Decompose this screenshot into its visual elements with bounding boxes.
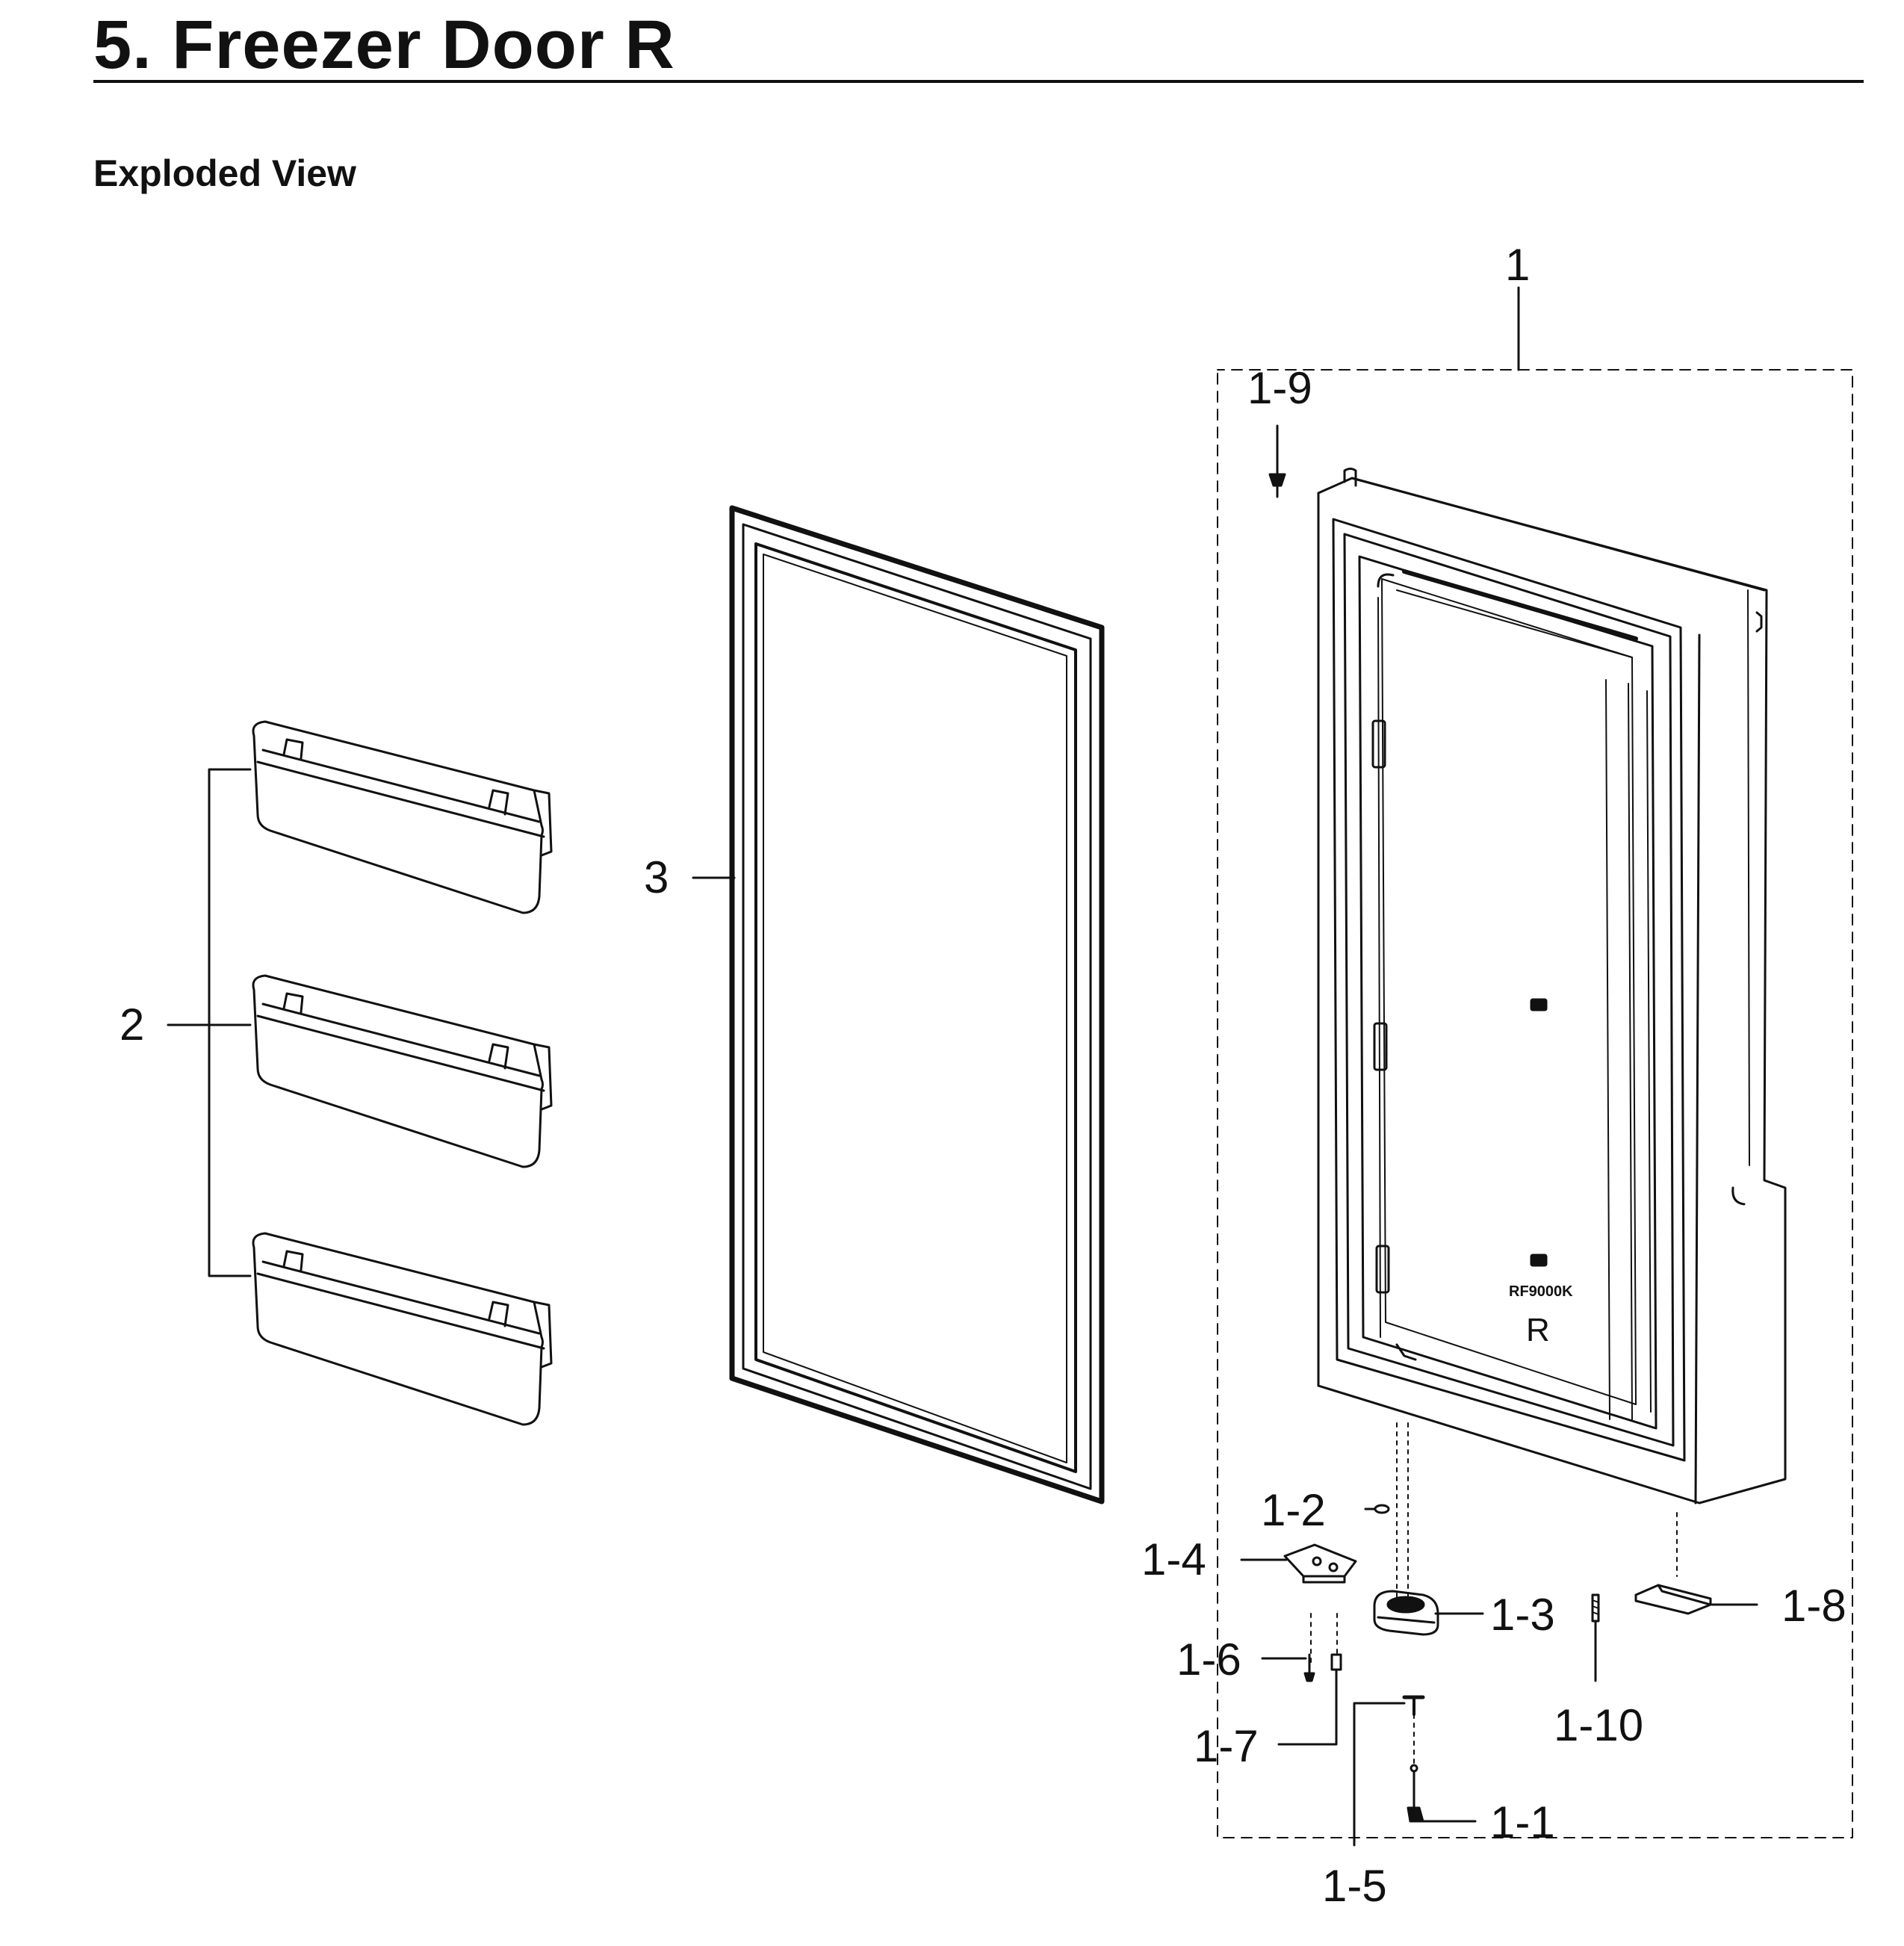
callout-1-5: 1-5	[1322, 1861, 1387, 1911]
callout-1-3: 1-3	[1490, 1590, 1555, 1640]
pin-1-1	[1407, 1764, 1424, 1823]
callout-1-6: 1-6	[1176, 1634, 1241, 1685]
callout-3: 3	[644, 852, 669, 902]
leader-1-5	[1353, 1702, 1406, 1847]
door-model-marking: RF9000K	[1509, 1283, 1573, 1300]
callout-1-4: 1-4	[1141, 1534, 1206, 1584]
hinge-plate-1-4	[1283, 1543, 1357, 1584]
screw-1-5	[1402, 1695, 1425, 1716]
hinge-cap-1-3	[1373, 1590, 1439, 1636]
callout-1: 1	[1505, 240, 1530, 290]
door-gasket	[729, 505, 1105, 1505]
door-bin-bottom	[252, 1232, 553, 1426]
door-assembly	[1317, 468, 1787, 1505]
screw-1-9	[1268, 424, 1286, 498]
callout-2: 2	[120, 1000, 144, 1050]
door-bin-middle	[252, 974, 553, 1168]
callout-1-9: 1-9	[1247, 363, 1312, 413]
callout-1-1: 1-1	[1490, 1797, 1555, 1847]
leader-1-7	[1277, 1679, 1338, 1746]
screw-1-7	[1330, 1653, 1342, 1682]
spring-1-10	[1591, 1593, 1600, 1623]
callout-1-2: 1-2	[1261, 1485, 1326, 1535]
title-rule	[93, 80, 1864, 83]
section-heading: Exploded View	[93, 152, 356, 194]
screw-1-6	[1303, 1653, 1315, 1682]
callout-1-8: 1-8	[1781, 1581, 1846, 1631]
page-title: 5. Freezer Door R	[93, 7, 675, 83]
callout-1-10: 1-10	[1554, 1700, 1643, 1750]
callout-1-7: 1-7	[1194, 1721, 1259, 1771]
door-bin-top	[252, 720, 553, 914]
door-side-marking: R	[1526, 1312, 1550, 1348]
washer-1-2	[1374, 1504, 1390, 1514]
cover-1-8	[1634, 1584, 1712, 1615]
